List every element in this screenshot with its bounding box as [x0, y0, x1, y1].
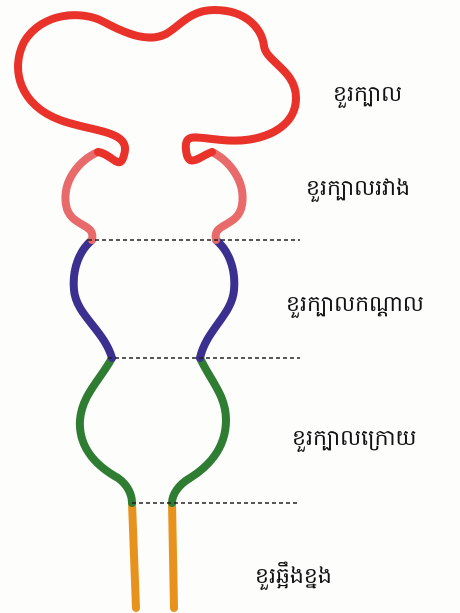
forebrain-outline	[18, 10, 296, 162]
hindbrain-right-wall	[172, 358, 226, 503]
midbrain-right-wall	[200, 240, 234, 358]
diencephalon-right-wall	[212, 152, 243, 240]
label-midbrain: ខួរក្បាលកណ្តាល	[286, 294, 424, 316]
spinal-cord-right-wall	[172, 503, 174, 608]
label-diencephalon: ខួរក្បាលរវាង	[306, 178, 410, 200]
midbrain-left-wall	[74, 240, 112, 358]
hindbrain-left-wall	[80, 358, 132, 503]
label-hindbrain: ខួរក្បាលក្រោយ	[292, 428, 417, 450]
spinal-cord-left-wall	[132, 503, 136, 608]
label-forebrain: ខួរក្បាល	[333, 84, 402, 106]
label-spinal-cord: ខួរឆ្អឹងខ្នង	[255, 566, 332, 588]
diencephalon-left-wall	[65, 152, 98, 240]
